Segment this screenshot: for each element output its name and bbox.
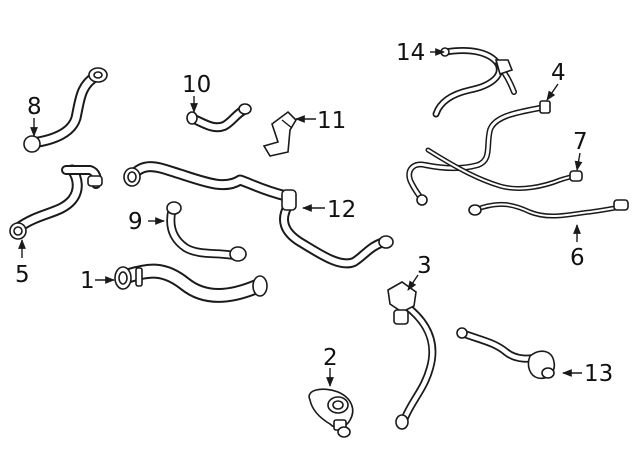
callout-8: 8 xyxy=(27,94,42,120)
thermostat-part-2 xyxy=(308,388,354,438)
bracket-part-11 xyxy=(262,110,298,157)
callout-3: 3 xyxy=(417,253,432,279)
hose-part-13 xyxy=(456,327,556,380)
hose-part-1 xyxy=(114,263,268,303)
callout-7: 7 xyxy=(573,129,588,155)
callout-13: 13 xyxy=(584,361,613,387)
callout-9: 9 xyxy=(128,209,143,235)
hose-part-10 xyxy=(186,103,252,133)
callout-labels: 1 2 3 4 5 6 7 8 9 10 11 12 13 14 xyxy=(15,40,613,387)
callout-1: 1 xyxy=(80,268,95,294)
callout-2: 2 xyxy=(323,345,338,371)
coolant-line-part-7 xyxy=(425,147,583,191)
callout-12: 12 xyxy=(327,197,356,223)
callout-11: 11 xyxy=(317,108,346,134)
callout-14: 14 xyxy=(396,40,425,66)
hose-part-8 xyxy=(23,67,108,153)
callout-leaders xyxy=(18,48,583,387)
callout-10: 10 xyxy=(182,72,211,98)
callout-5: 5 xyxy=(15,262,30,288)
hose-part-5 xyxy=(9,164,103,240)
callout-4: 4 xyxy=(551,60,566,86)
hose-part-14 xyxy=(432,47,517,118)
callout-6: 6 xyxy=(570,245,585,271)
hose-part-9 xyxy=(166,201,247,262)
hose-part-12 xyxy=(123,161,394,269)
coolant-line-part-6 xyxy=(468,199,629,219)
hose-part-3 xyxy=(387,281,437,430)
